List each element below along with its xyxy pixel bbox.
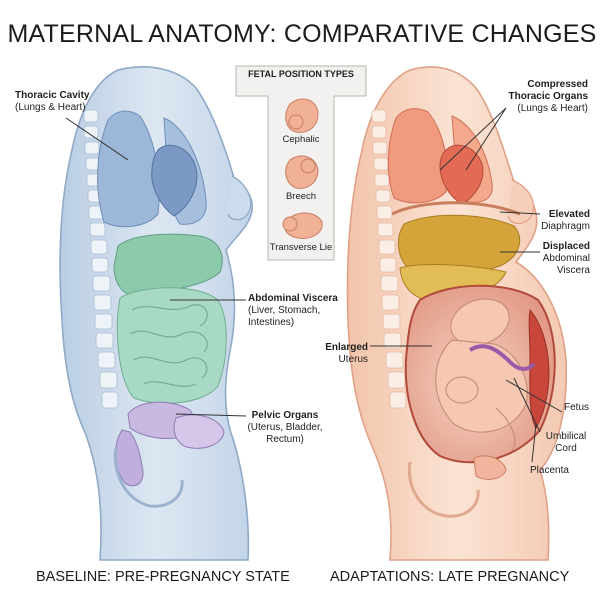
left-spine <box>83 109 119 409</box>
caption-right: ADAPTATIONS: LATE PREGNANCY <box>330 569 570 585</box>
label-abdominal-bold: Abdominal Viscera <box>248 293 338 304</box>
right-spine <box>371 109 407 409</box>
left-intestines <box>116 287 227 404</box>
label-displaced-bold: Displaced <box>542 241 590 252</box>
fetal-panel-title: FETAL POSITION TYPES <box>248 69 354 79</box>
label-cord-line1: Umbilical <box>545 431 587 442</box>
left-liver <box>113 233 223 297</box>
label-thoracic-cavity: Thoracic Cavity (Lungs & Heart) <box>15 90 89 114</box>
transverse-icon <box>282 212 323 239</box>
fetal-type-transverse: Transverse Lie <box>269 242 333 253</box>
label-fetus: Fetus <box>564 402 590 413</box>
right-diaphragm <box>391 201 521 216</box>
label-abdominal-line1: (Liver, Stomach, <box>248 305 321 316</box>
right-umbilical-cord <box>468 344 536 371</box>
fetal-panel <box>235 65 367 261</box>
right-leaders <box>370 107 563 463</box>
label-abdominal-line2: Intestines) <box>248 317 295 328</box>
left-leaders <box>65 117 247 417</box>
label-compressed-thoracic: Compressed Thoracic Organs (Lungs & Hear… <box>484 79 588 115</box>
caption-left: BASELINE: PRE-PREGNANCY STATE <box>36 569 290 585</box>
label-abdominal-viscera: Abdominal Viscera (Liver, Stomach, Intes… <box>248 293 338 329</box>
label-pelvic-bold: Pelvic Organs <box>251 410 319 421</box>
left-figure <box>59 66 254 561</box>
label-displaced-line1: Abdominal <box>542 253 590 264</box>
label-pelvic-organs: Pelvic Organs (Uterus, Bladder, Rectum) <box>240 410 330 446</box>
left-pelvis-bone <box>113 447 184 508</box>
label-displaced-viscera: Displaced Abdominal Viscera <box>520 241 590 277</box>
label-diaphragm-normal: Diaphragm <box>541 221 590 232</box>
left-intestine-loops <box>129 304 208 387</box>
label-placenta: Placenta <box>530 465 569 476</box>
label-thoracic-normal: (Lungs & Heart) <box>15 102 86 113</box>
label-umbilical-cord: Umbilical Cord <box>536 431 596 455</box>
label-compressed-bold1: Compressed <box>527 79 588 90</box>
right-fetus <box>435 298 528 451</box>
left-breast <box>227 175 252 221</box>
right-bladder <box>473 455 507 480</box>
right-lung <box>387 108 448 204</box>
label-cord-line2: Cord <box>555 443 577 454</box>
fetal-type-breech: Breech <box>285 191 317 202</box>
right-viscera <box>398 214 521 275</box>
left-lung <box>97 110 160 228</box>
right-pelvis-bone <box>407 461 480 518</box>
right-figure <box>346 66 568 561</box>
label-elevated-diaphragm: Elevated Diaphragm <box>520 209 590 233</box>
breech-icon <box>285 155 319 189</box>
cephalic-icon <box>285 98 319 133</box>
label-pelvic-line1: (Uterus, Bladder, <box>247 422 323 433</box>
label-enlarged-uterus: Enlarged Uterus <box>306 342 368 366</box>
label-displaced-line2: Viscera <box>556 265 590 276</box>
left-heart <box>151 145 198 217</box>
label-pelvic-line2: Rectum) <box>266 434 304 445</box>
label-thoracic-bold: Thoracic Cavity <box>15 90 90 101</box>
label-compressed-bold2: Thoracic Organs <box>508 91 588 102</box>
label-uterus-normal: Uterus <box>338 354 368 365</box>
left-bladder <box>173 414 225 449</box>
label-uterus-bold: Enlarged <box>325 342 368 353</box>
label-compressed-normal: (Lungs & Heart) <box>517 103 588 114</box>
fetal-type-cephalic: Cephalic <box>282 134 320 145</box>
label-diaphragm-bold: Elevated <box>548 209 590 220</box>
diagram-title: MATERNAL ANATOMY: COMPARATIVE CHANGES <box>7 20 597 48</box>
right-placenta <box>528 308 550 430</box>
